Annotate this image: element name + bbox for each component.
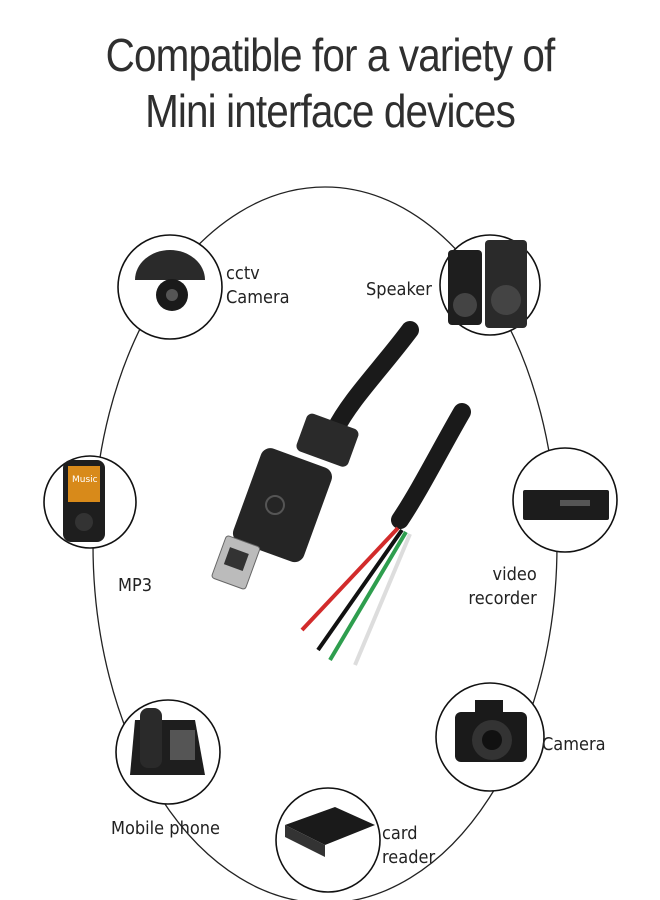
mp3-player-icon: Music (63, 460, 105, 542)
speaker-icon (448, 240, 527, 328)
video-recorder-icon (523, 490, 609, 520)
speaker-label: Speaker (366, 279, 432, 300)
card-reader-icon (285, 807, 375, 857)
camera-icon (455, 700, 527, 762)
title-line-2: Mini interface devices (145, 85, 516, 137)
mp3-label: MP3 (118, 575, 153, 596)
svg-text:Music: Music (72, 475, 98, 485)
cctv-camera-icon (135, 250, 205, 311)
camera-label: Camera (542, 734, 606, 755)
phone-icon (130, 708, 205, 775)
phone-label: Mobile phone (111, 818, 220, 839)
title-line-1: Compatible for a variety of (105, 29, 556, 81)
mini-usb-cable (211, 321, 471, 666)
usb-logo-icon (265, 495, 285, 515)
